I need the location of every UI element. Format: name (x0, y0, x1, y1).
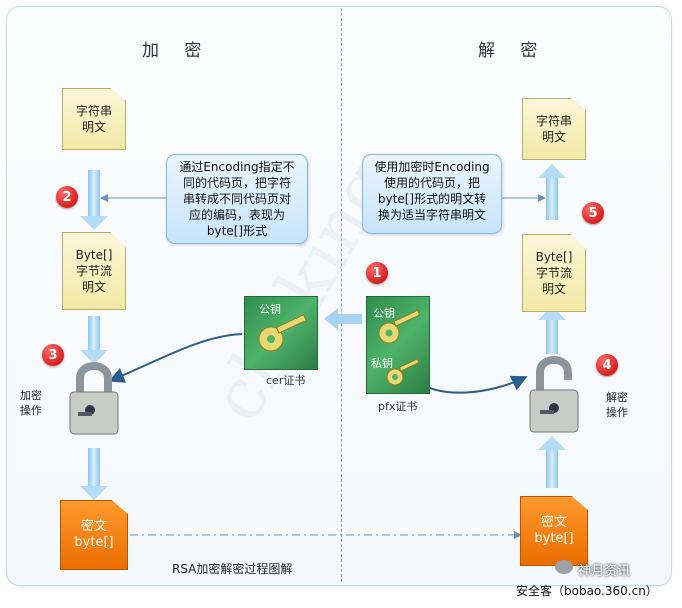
wechat-icon (555, 560, 573, 574)
decrypt-note: 使用加密时Encoding 使用的代码页，把 byte[]形式的明文转 换为适当… (362, 154, 502, 234)
arrow-cipher-to-unlock (538, 436, 566, 488)
encrypt-op-label: 加密 操作 (20, 389, 42, 417)
encrypt-lock-icon (64, 356, 124, 450)
cer-certificate: 公钥 (244, 296, 318, 370)
step-badge-2: 2 (56, 186, 78, 208)
arrow-private-key-to-unlock (415, 375, 528, 394)
encrypt-cipher-doc: 密文 byte[] (60, 500, 128, 570)
arrow-bytes-to-lock (80, 316, 108, 364)
decrypt-bytes-doc: Byte[] 字节流 明文 (522, 234, 586, 312)
arrow-unlock-to-bytes (538, 306, 566, 354)
arrow-lock-to-cipher (80, 448, 108, 500)
cer-public-key-label: 公钥 (259, 303, 281, 316)
step-badge-5: 5 (582, 202, 604, 224)
footer-source: 安全客（bobao.360.cn） (516, 584, 658, 598)
cer-public-key-icon (258, 314, 307, 352)
pfx-public-key-label: 公钥 (373, 307, 395, 320)
footer-brand: 神月资讯 (578, 564, 631, 579)
encrypt-note: 通过Encoding指定不 同的代码页，把字符 串转成不同代码页对 应的编码，表… (166, 154, 308, 244)
step-badge-3: 3 (42, 344, 64, 366)
pfx-private-key-label: 私钥 (371, 357, 393, 370)
step-badge-4: 4 (596, 354, 618, 376)
cer-caption: cer证书 (266, 374, 306, 387)
encrypt-title: 加 密 (142, 41, 212, 61)
decrypt-unlock-icon (524, 352, 584, 446)
decrypt-cipher-doc: 密文 byte[] (520, 496, 588, 566)
arrow-plain-to-bytes (80, 170, 108, 230)
pfx-keys-icon (378, 309, 421, 386)
step-badge-1: 1 (366, 262, 388, 284)
decrypt-title: 解 密 (478, 41, 548, 61)
decrypt-op-label: 解密 操作 (606, 391, 628, 419)
pfx-caption: pfx证书 (378, 400, 418, 413)
center-divider (341, 8, 342, 582)
arrow-public-key-to-lock (108, 333, 243, 383)
decrypt-plaintext-doc: 字符串 明文 (522, 98, 586, 160)
pfx-certificate: 公钥 私钥 (366, 296, 430, 394)
diagram-caption: RSA加密解密过程图解 (172, 562, 293, 576)
arrow-pfx-to-cer (324, 308, 362, 330)
encrypt-bytes-doc: Byte[] 字节流 明文 (62, 232, 126, 310)
arrow-bytes-to-plain (538, 164, 566, 220)
encrypt-plaintext-doc: 字符串 明文 (62, 88, 126, 150)
